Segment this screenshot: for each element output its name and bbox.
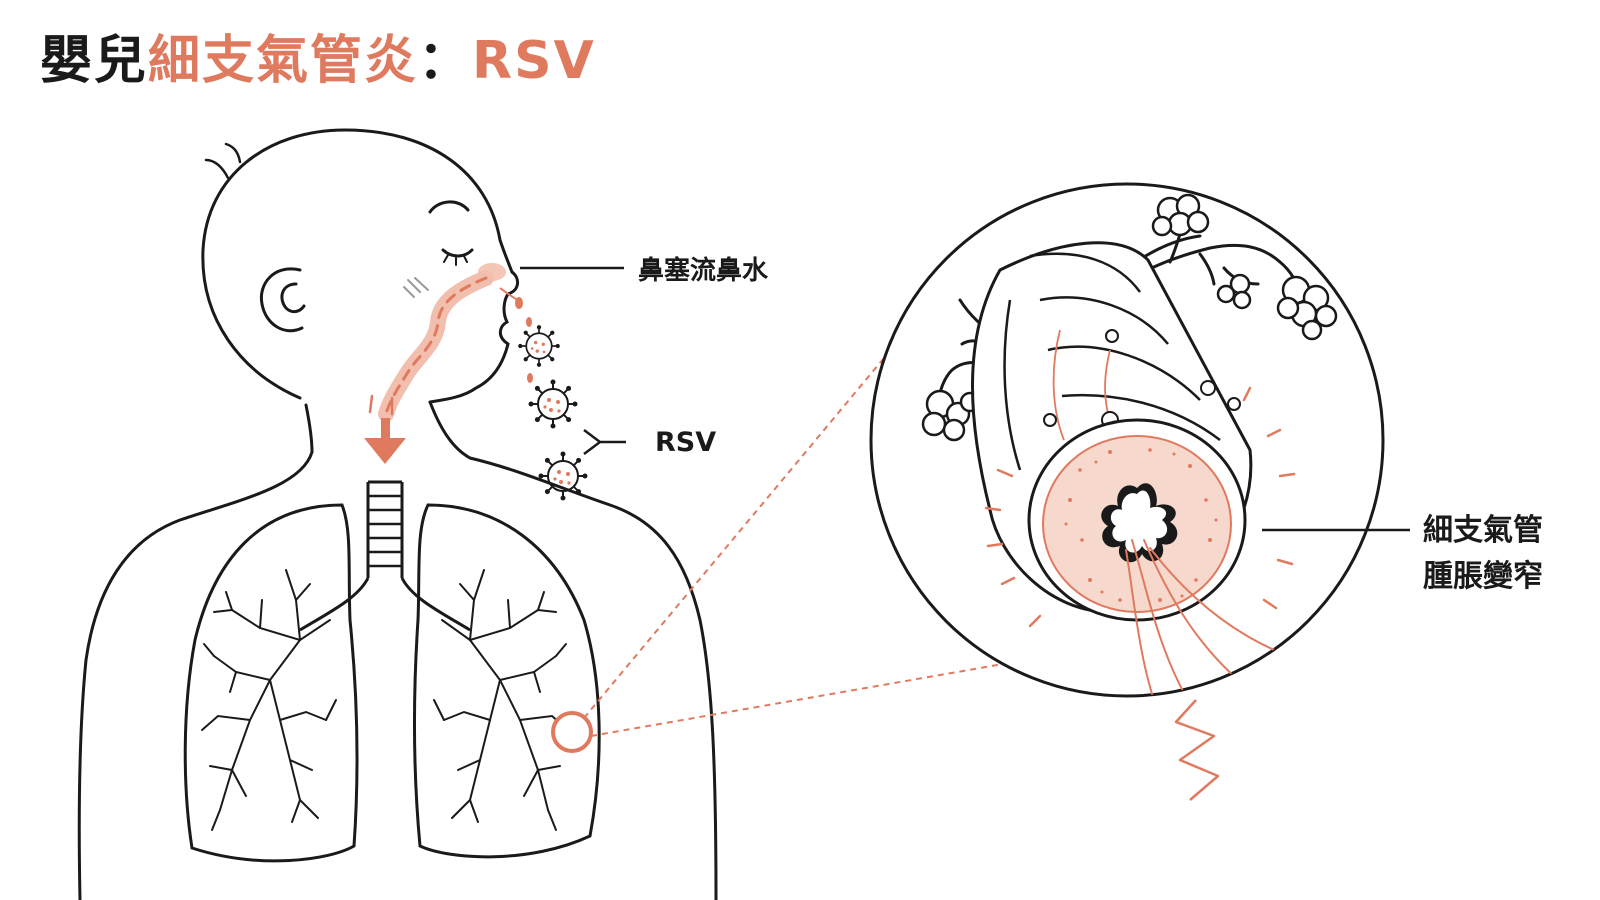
runny-nose-drops	[499, 287, 533, 383]
torso-outline	[77, 450, 718, 900]
label-bronchiole-line2: 腫脹變窄	[1423, 559, 1543, 594]
left-lung	[183, 503, 359, 863]
airflow-zigzag	[1174, 699, 1220, 801]
right-lung	[413, 503, 601, 859]
left-bronchial-tree	[201, 569, 337, 831]
magnify-circle-icon	[551, 711, 593, 753]
virus-icon	[517, 324, 561, 368]
trachea	[299, 480, 471, 632]
right-bronchial-tree	[433, 569, 569, 831]
label-bronchiole-swelling: 細支氣管 腫脹變窄	[1423, 508, 1543, 600]
label-nasal-congestion: 鼻塞流鼻水	[638, 256, 769, 286]
zoom-connector-lines	[583, 333, 1004, 737]
baby-head	[201, 128, 519, 460]
title-part-infant: 嬰兒	[40, 31, 149, 91]
airway-flow	[368, 270, 494, 422]
label-bronchiole-line1: 細支氣管	[1423, 513, 1543, 548]
title-part-rsv: RSV	[472, 31, 596, 91]
swelling-ticks	[984, 386, 1296, 628]
virus-icon	[527, 378, 579, 430]
title-part-bronchiolitis: 細支氣管炎	[148, 31, 419, 91]
rsv-pointer-line	[583, 429, 626, 455]
title-separator: ：	[418, 31, 473, 91]
page-title: 嬰兒細支氣管炎：RSV	[40, 30, 596, 92]
label-rsv-virus: RSV	[655, 427, 717, 458]
down-arrow-icon	[364, 418, 406, 464]
